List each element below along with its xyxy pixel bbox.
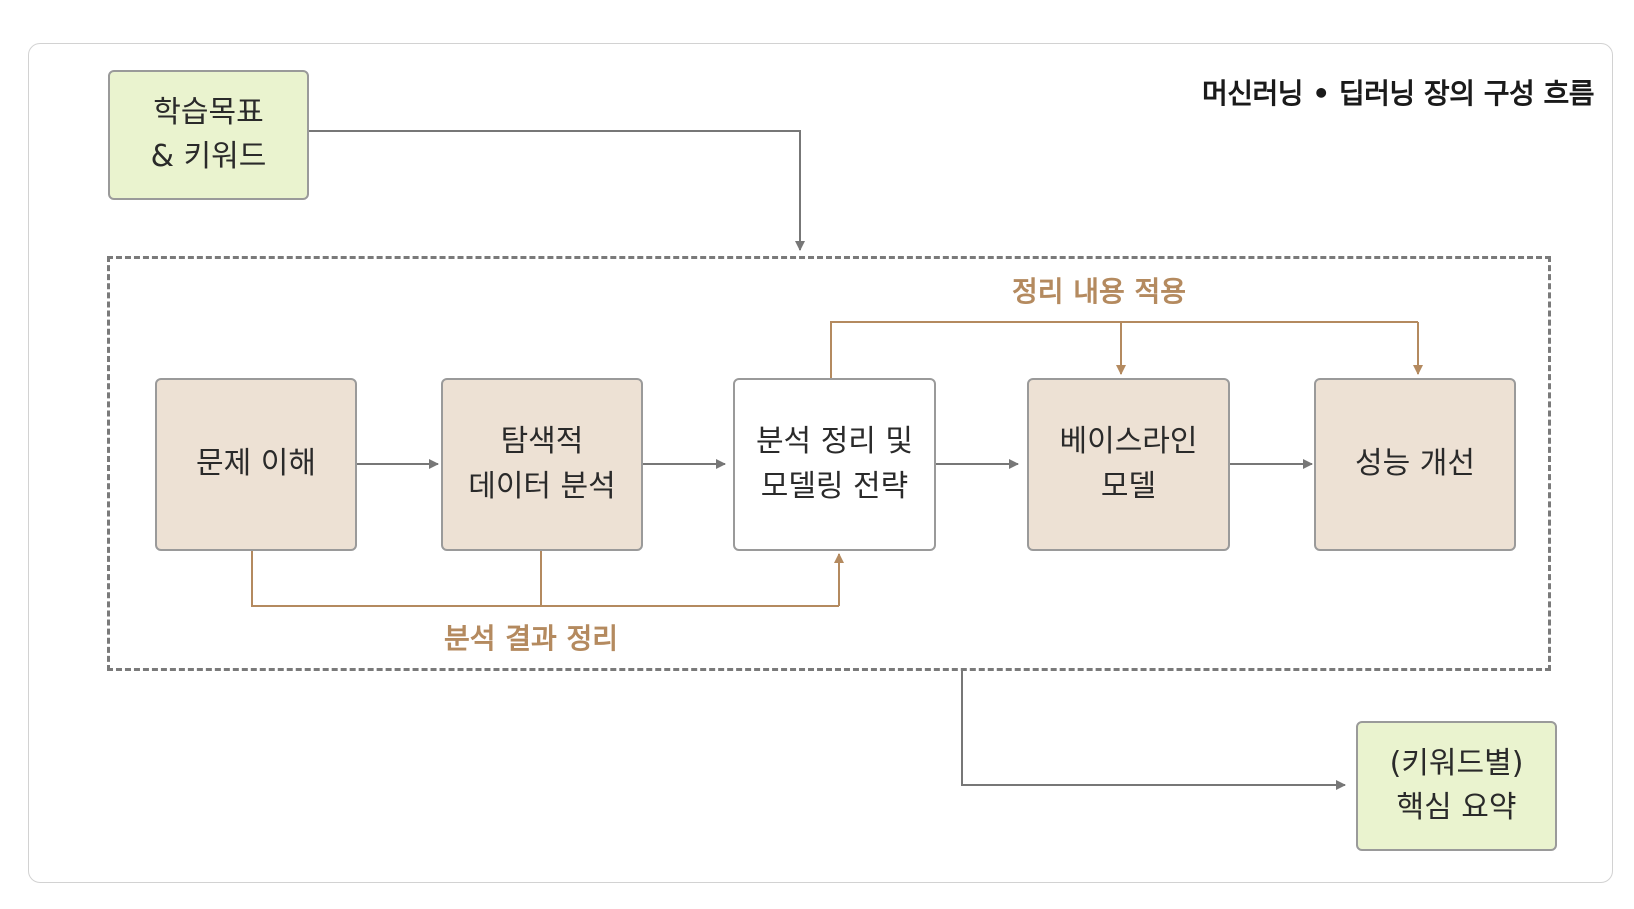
problem-understanding-box: 문제 이해 — [155, 378, 357, 551]
eda-box: 탐색적 데이터 분석 — [441, 378, 643, 551]
line-apply-trunk — [830, 321, 1418, 378]
problem-understanding-text: 문제 이해 — [196, 446, 316, 482]
baseline-model-box: 베이스라인 모델 — [1027, 378, 1230, 551]
baseline-model-text: 베이스라인 모델 — [1059, 424, 1198, 504]
objectives-text: 학습목표 & 키워드 — [150, 94, 267, 174]
summary-box: (키워드별) 핵심 요약 — [1356, 721, 1557, 851]
strategy-text: 분석 정리 및 모델링 전략 — [755, 424, 914, 504]
arrow-objectives-to-flow — [309, 130, 805, 251]
chapter-flow-region — [107, 256, 1551, 671]
summary-text: (키워드별) 핵심 요약 — [1389, 745, 1524, 825]
objectives-box: 학습목표 & 키워드 — [108, 70, 309, 200]
arrow-flow-to-summary — [961, 671, 1346, 790]
performance-improvement-box: 성능 개선 — [1314, 378, 1516, 551]
apply-notes-label: 정리 내용 적용 — [1012, 275, 1187, 308]
line-analysis-from-problem — [251, 551, 839, 607]
performance-improvement-text: 성능 개선 — [1355, 446, 1475, 482]
diagram-title: 머신러닝 • 딥러닝 장의 구성 흐름 — [1201, 77, 1595, 110]
eda-text: 탐색적 데이터 분석 — [468, 424, 616, 504]
analysis-results-label: 분석 결과 정리 — [444, 622, 619, 655]
strategy-box: 분석 정리 및 모델링 전략 — [733, 378, 936, 551]
